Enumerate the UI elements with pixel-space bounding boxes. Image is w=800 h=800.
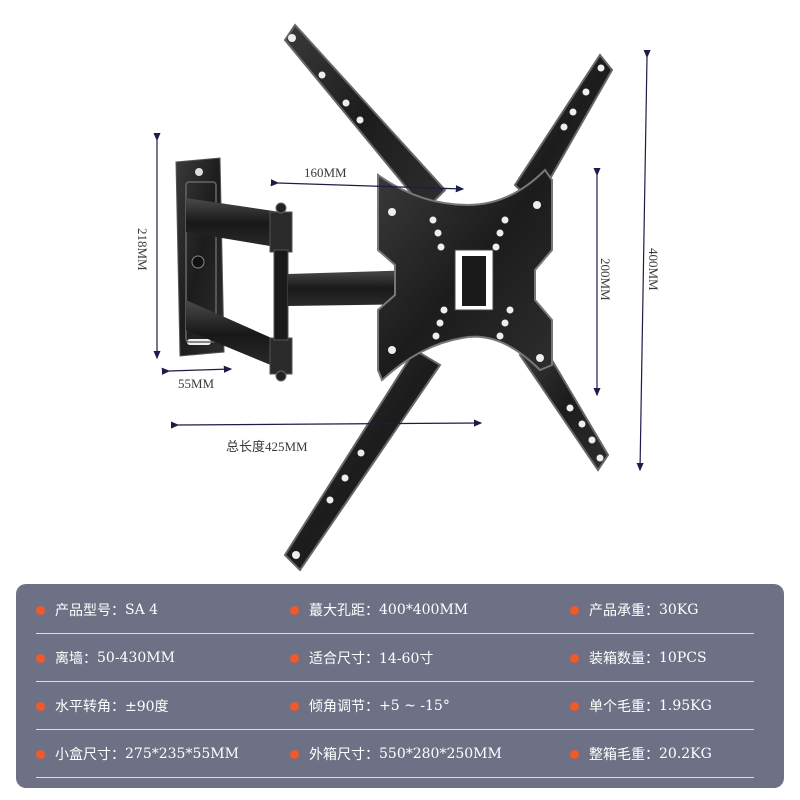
bullet-icon bbox=[290, 701, 299, 711]
bullet-icon bbox=[36, 653, 45, 663]
divider bbox=[36, 681, 754, 682]
spec-swivel: 水平转角：±90度 bbox=[36, 682, 169, 730]
spec-max-vesa: 蕞大孔距：400*400MM bbox=[290, 586, 468, 634]
spec-row: 产品型号：SA 4 蕞大孔距：400*400MM 产品承重：30KG bbox=[16, 586, 784, 634]
spec-unit-weight: 单个毛重：1.95KG bbox=[570, 682, 712, 730]
spec-row: 小盒尺寸：275*235*55MM 外箱尺寸：550*280*250MM 整箱毛… bbox=[16, 730, 784, 778]
spec-carton-qty: 装箱数量：10PCS bbox=[570, 634, 707, 682]
swing-arms bbox=[186, 198, 420, 382]
spec-model: 产品型号：SA 4 bbox=[36, 586, 158, 634]
spec-wall-distance: 离墙：50-430MM bbox=[36, 634, 175, 682]
spec-tilt: 倾角调节：+5 ~ -15° bbox=[290, 682, 450, 730]
dimension-lines bbox=[153, 49, 651, 472]
bullet-icon bbox=[36, 701, 45, 711]
vesa-plate bbox=[283, 23, 614, 572]
spec-box-size: 小盒尺寸：275*235*55MM bbox=[36, 730, 239, 778]
divider bbox=[36, 633, 754, 634]
bullet-icon bbox=[570, 605, 579, 615]
bullet-icon bbox=[570, 653, 579, 663]
spec-load: 产品承重：30KG bbox=[570, 586, 698, 634]
dim-top-width: 160MM bbox=[304, 165, 347, 180]
wall-mount-bracket-icon bbox=[153, 23, 651, 572]
spec-row: 水平转角：±90度 倾角调节：+5 ~ -15° 单个毛重：1.95KG bbox=[16, 682, 784, 730]
bullet-icon bbox=[36, 749, 45, 759]
spec-table: 产品型号：SA 4 蕞大孔距：400*400MM 产品承重：30KG 离墙：50… bbox=[16, 584, 784, 788]
bullet-icon bbox=[290, 653, 299, 663]
product-illustration: 160MM 218MM 55MM 总长度425MM 200MM 400MM bbox=[135, 23, 661, 572]
dim-inner-height: 200MM bbox=[598, 258, 613, 301]
spec-screen-size: 适合尺寸：14-60寸 bbox=[290, 634, 433, 682]
dim-total-length: 总长度425MM bbox=[226, 439, 308, 454]
bullet-icon bbox=[290, 605, 299, 615]
divider bbox=[36, 729, 754, 730]
bullet-icon bbox=[570, 701, 579, 711]
dim-wall-plate-depth: 55MM bbox=[178, 376, 215, 391]
bullet-icon bbox=[290, 749, 299, 759]
dim-wall-plate-height: 218MM bbox=[135, 228, 150, 271]
spec-carton-weight: 整箱毛重：20.2KG bbox=[570, 730, 712, 778]
spec-carton-size: 外箱尺寸：550*280*250MM bbox=[290, 730, 502, 778]
dim-outer-height: 400MM bbox=[646, 248, 661, 291]
divider bbox=[36, 777, 754, 778]
bullet-icon bbox=[570, 749, 579, 759]
spec-row: 离墙：50-430MM 适合尺寸：14-60寸 装箱数量：10PCS bbox=[16, 634, 784, 682]
bullet-icon bbox=[36, 605, 45, 615]
